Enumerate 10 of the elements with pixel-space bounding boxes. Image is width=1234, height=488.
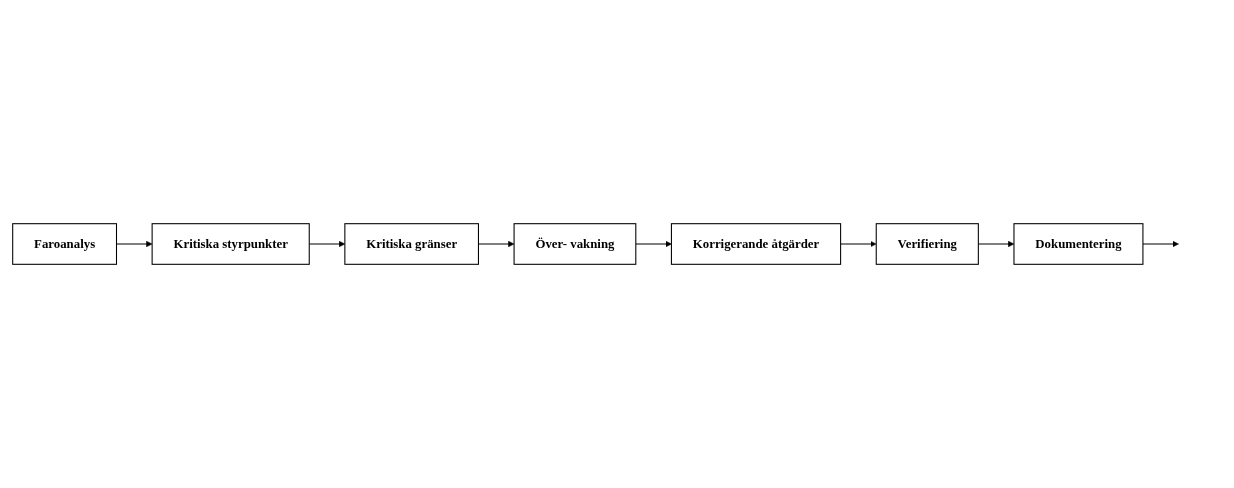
node-box: Korrigerande åtgärder bbox=[670, 223, 842, 265]
node-box: Faroanalys bbox=[12, 223, 118, 265]
node-box: Verifiering bbox=[875, 223, 979, 265]
node-box: Över- vakning bbox=[513, 223, 637, 265]
node-box: Dokumentering bbox=[1013, 223, 1144, 265]
arrow bbox=[635, 240, 672, 248]
arrow bbox=[1142, 240, 1179, 248]
arrow bbox=[840, 240, 877, 248]
node-box: Kritiska gränser bbox=[344, 223, 479, 265]
node-box: Kritiska styrpunkter bbox=[151, 223, 310, 265]
